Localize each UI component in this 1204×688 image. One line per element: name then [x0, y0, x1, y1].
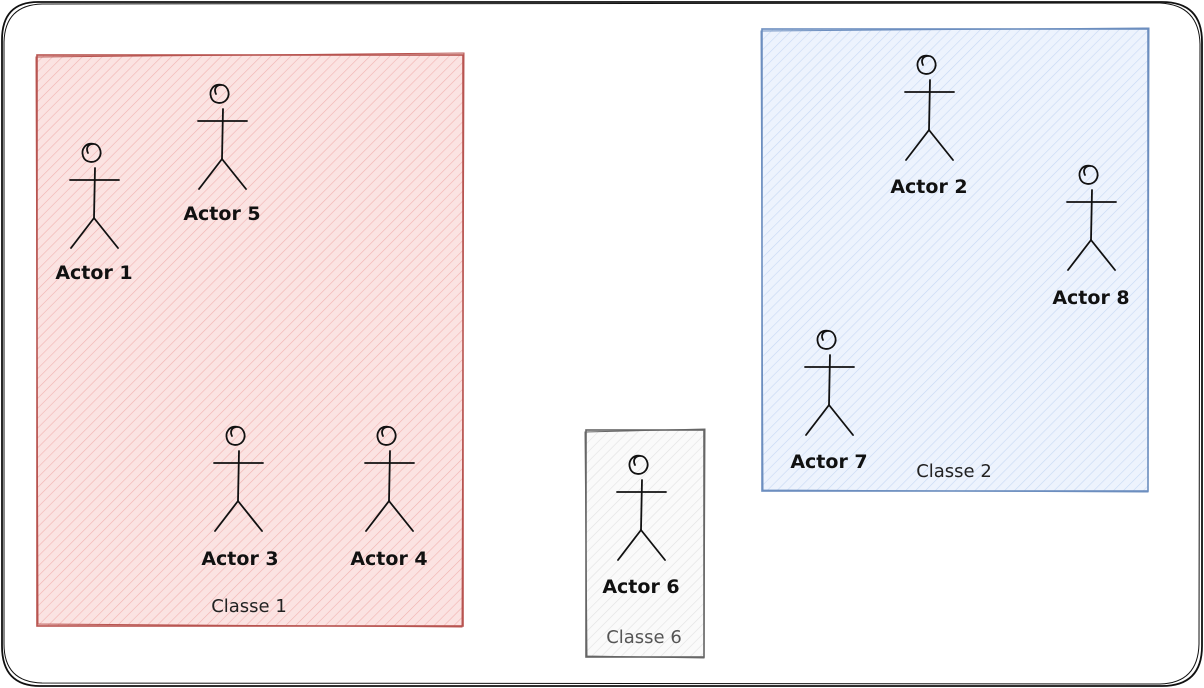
actor-label: Actor 7 — [790, 451, 867, 473]
actor-label: Actor 5 — [183, 203, 260, 225]
group-classe6[interactable]: Classe 6 — [584, 428, 706, 659]
group-label-classe2: Classe 2 — [916, 461, 992, 482]
group-label-classe1: Classe 1 — [211, 596, 287, 617]
actor-1[interactable]: Actor 1 — [55, 142, 133, 284]
group-classe1[interactable]: Classe 1 — [35, 52, 465, 628]
actor-4[interactable]: Actor 4 — [350, 425, 428, 570]
actor-6[interactable]: Actor 6 — [602, 454, 680, 598]
group-classe2[interactable]: Classe 2 — [760, 27, 1150, 493]
actor-5[interactable]: Actor 5 — [183, 83, 261, 225]
actor-2[interactable]: Actor 2 — [890, 54, 968, 198]
actor-label: Actor 4 — [350, 548, 427, 570]
actor-label: Actor 8 — [1052, 287, 1129, 309]
actor-label: Actor 6 — [602, 576, 679, 598]
actor-7[interactable]: Actor 7 — [790, 329, 868, 473]
actor-label: Actor 3 — [201, 548, 278, 570]
actor-8[interactable]: Actor 8 — [1052, 164, 1130, 309]
group-label-classe6: Classe 6 — [606, 627, 682, 648]
actor-label: Actor 2 — [890, 176, 967, 198]
actor-label: Actor 1 — [55, 262, 132, 284]
actor-3[interactable]: Actor 3 — [201, 425, 279, 570]
